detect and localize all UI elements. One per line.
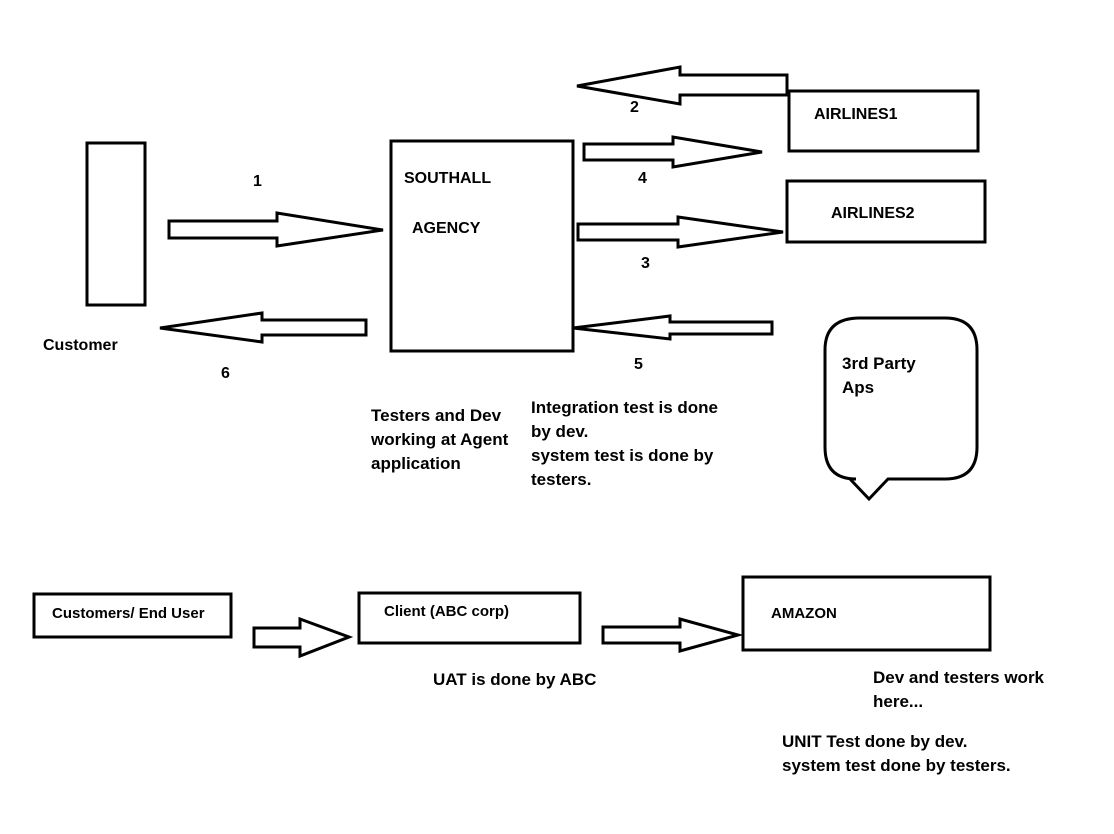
note-integration-line2: by dev. [531,422,589,441]
dev-testers-line1: Dev and testers work [873,668,1045,687]
arrow-6-label: 6 [221,365,230,382]
arrow-5-label: 5 [634,356,643,373]
uat-note: UAT is done by ABC [433,670,597,689]
note-testers-line1: Testers and Dev [371,406,502,425]
note-testers-line3: application [371,454,461,473]
unit-test-line1: UNIT Test done by dev. [782,732,968,751]
note-integration-line1: Integration test is done [531,398,719,417]
arrow-5 [572,314,774,341]
third-party-bubble [823,316,979,502]
note-testers-dev: Testers and Dev working at Agent applica… [371,404,508,476]
agency-label-line1: SOUTHALL [404,170,492,187]
customer-label: Customer [43,337,118,354]
arrow-1-label: 1 [253,173,262,190]
airlines1-box [787,89,980,153]
airlines1-label: AIRLINES1 [814,106,898,123]
third-party-line1: 3rd Party [842,354,916,373]
dev-testers-note: Dev and testers work here... [873,666,1044,714]
note-integration: Integration test is done by dev. system … [531,396,718,492]
agency-box [389,139,575,353]
note-testers-line2: working at Agent [371,430,509,449]
note-integration-line3: system test is done by [531,446,714,465]
client-box [357,591,582,645]
arrow-3-label: 3 [641,255,650,272]
amazon-box [741,575,992,652]
third-party-line2: Aps [842,378,875,397]
arrow-4-label: 4 [638,170,647,187]
arrow-1 [167,211,384,248]
arrow-4 [582,135,763,169]
arrow-client-to-amazon [601,617,744,653]
airlines2-label: AIRLINES2 [831,205,915,222]
dev-testers-line2: here... [873,692,924,711]
note-integration-line4: testers. [531,470,592,489]
unit-test-note: UNIT Test done by dev. system test done … [782,730,1011,778]
agency-label-line2: AGENCY [412,220,481,237]
customers-end-user-label: Customers/ End User [52,605,205,622]
airlines2-box [785,179,987,244]
customer-box [85,141,147,307]
amazon-label: AMAZON [771,605,837,622]
arrow-3 [576,215,784,249]
arrow-customers-to-client [252,616,354,659]
arrow-6 [159,311,368,344]
arrow-2 [576,65,789,106]
arrow-2-label: 2 [630,99,639,116]
unit-test-line2: system test done by testers. [782,756,1011,775]
client-label: Client (ABC corp) [384,603,509,620]
customers-end-user-box [32,592,233,639]
third-party-label: 3rd Party Aps [842,352,916,400]
